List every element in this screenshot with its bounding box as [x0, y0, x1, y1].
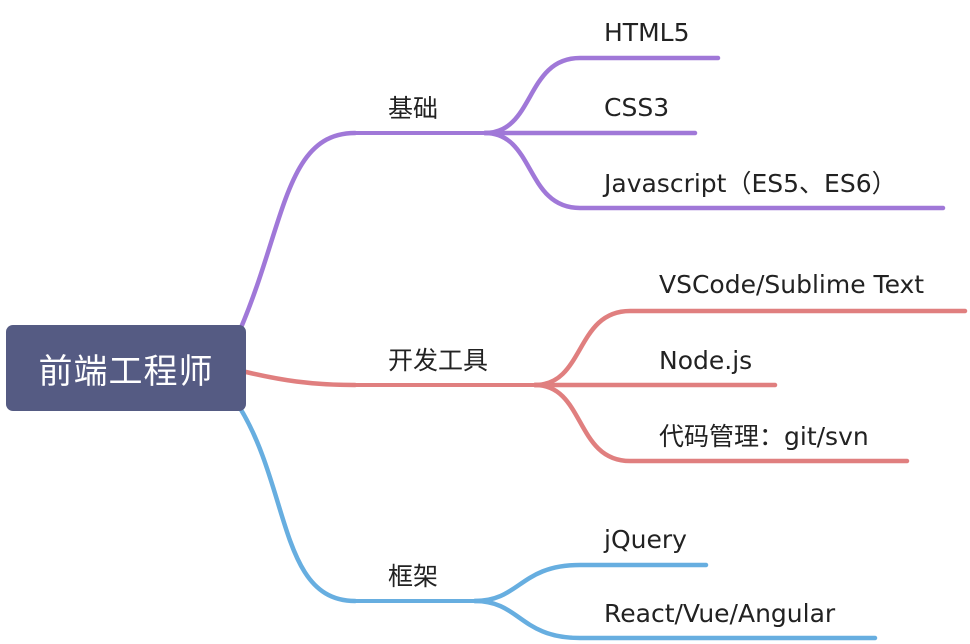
branch-devtools-lines [243, 308, 968, 464]
connector-basics-html5 [482, 55, 721, 136]
subtopic-css3[interactable]: CSS3 [604, 93, 670, 122]
subtopic-react-vue-angular[interactable]: React/Vue/Angular [604, 599, 836, 628]
topic-frameworks[interactable]: 框架 [388, 562, 439, 591]
subtopic-html5[interactable]: HTML5 [604, 18, 690, 47]
connector-devtools-vcs [532, 382, 910, 464]
subtopic-version-control[interactable]: 代码管理：git/svn [659, 422, 869, 451]
connector-devtools-vscode [532, 308, 968, 388]
connector-root-basics [237, 130, 358, 333]
subtopic-vscode-sublime[interactable]: VSCode/Sublime Text [659, 270, 925, 299]
root-topic-label: 前端工程师 [38, 351, 214, 392]
connector-root-frameworks [237, 405, 358, 604]
connector-frameworks-jquery [472, 562, 709, 604]
root-topic[interactable]: 前端工程师 [6, 325, 246, 411]
connector-basics-javascript [482, 130, 946, 211]
branch-frameworks-lines [237, 405, 878, 641]
subtopic-javascript[interactable]: Javascript（ES5、ES6） [604, 169, 897, 198]
subtopic-nodejs[interactable]: Node.js [659, 346, 753, 375]
connector-frameworks-react-vue-angular [472, 598, 878, 641]
branch-basics-lines [237, 55, 946, 333]
topic-basics[interactable]: 基础 [388, 94, 439, 123]
topic-devtools[interactable]: 开发工具 [388, 346, 489, 375]
connector-root-devtools [243, 369, 358, 388]
subtopic-jquery[interactable]: jQuery [604, 525, 687, 554]
